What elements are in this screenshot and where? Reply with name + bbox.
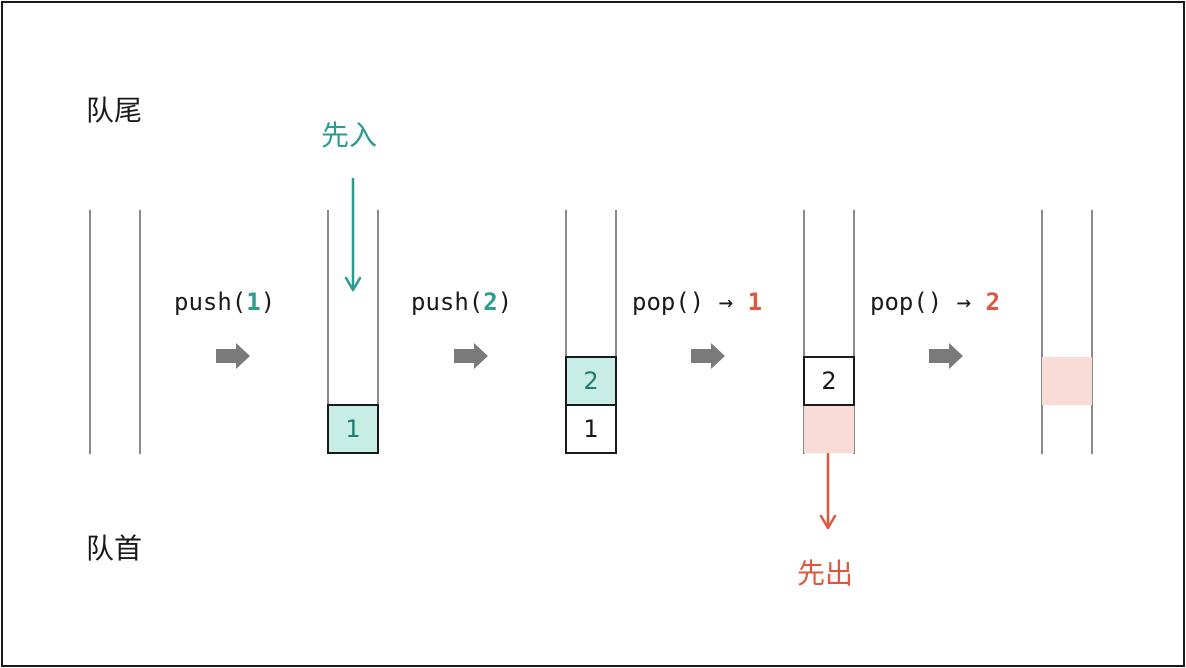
- queue-rail-left: [89, 210, 91, 454]
- removed-slot-highlight: [804, 405, 854, 453]
- first-out-arrow-icon: [819, 452, 837, 530]
- queue-rail-left: [565, 210, 567, 454]
- operation-label-pop-2: pop() → 2: [870, 288, 1001, 316]
- first-out-label: 先出: [797, 557, 854, 590]
- queue-rail-left: [1041, 210, 1043, 454]
- operation-label-push-1: push(1): [174, 288, 276, 316]
- step-arrow-icon: [216, 343, 250, 369]
- step-arrow-icon: [454, 343, 488, 369]
- queue-cell: 2: [803, 356, 855, 406]
- queue-cell: 1: [565, 404, 617, 454]
- queue-rail-right: [139, 210, 141, 454]
- operation-label-push-2: push(2): [411, 288, 513, 316]
- queue-cell: 2: [565, 356, 617, 406]
- step-arrow-icon: [691, 343, 725, 369]
- queue-rail-right: [1091, 210, 1093, 454]
- queue-rail-right: [615, 210, 617, 454]
- first-in-label: 先入: [321, 119, 378, 152]
- queue-tail-label: 队尾: [86, 94, 143, 127]
- first-in-arrow-icon: [344, 178, 362, 292]
- queue-rail-right: [853, 210, 855, 454]
- queue-rail-right: [377, 210, 379, 454]
- queue-rail-left: [803, 210, 805, 454]
- queue-head-label: 队首: [86, 532, 143, 565]
- step-arrow-icon: [929, 343, 963, 369]
- removed-slot-highlight: [1042, 357, 1092, 405]
- operation-label-pop-1: pop() → 1: [632, 288, 763, 316]
- queue-rail-left: [327, 210, 329, 454]
- queue-cell: 1: [327, 404, 379, 454]
